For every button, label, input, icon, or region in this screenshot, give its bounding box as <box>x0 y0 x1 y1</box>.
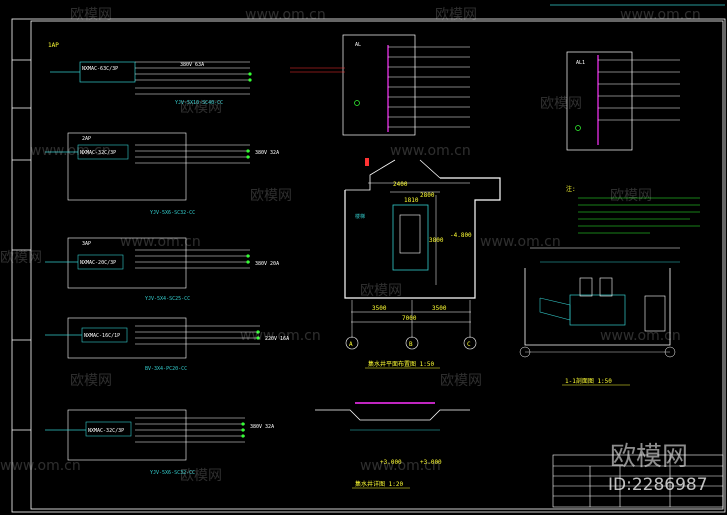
panel-3-label: 3AP <box>82 241 91 247</box>
dim-right: 2800 <box>420 192 435 199</box>
panel-schematic-2: NXMAC-32C/3P 380V 32A YJV-5X6-SC32-CC 2A… <box>45 132 279 216</box>
panel-schematic-3: NXMAC-20C/3P 380V 20A YJV-5X4-SC25-CC 3A… <box>45 237 279 302</box>
watermark-url: www.om.cn <box>600 328 681 344</box>
watermark-brand: 欧模网 <box>180 468 222 484</box>
watermark-url: www.om.cn <box>360 458 441 474</box>
distribution-box-right: AL1 <box>566 51 680 151</box>
panel-3-device: NXMAC-20C/3P <box>80 260 116 266</box>
title-block <box>552 454 724 508</box>
panel-schematic-4: NXMAC-16C/1P 220V 16A BV-3X4-PC20-CC <box>45 317 289 372</box>
watermark-layer: 欧模网 www.om.cn 欧模网 www.om.cn 欧模网 欧模网 www.… <box>0 7 708 495</box>
elev-1: +3.000 <box>380 459 402 466</box>
panel-1-rating: 380V 63A <box>180 62 204 68</box>
axis-c: C <box>467 341 471 348</box>
panel-1-cable: YJV-5X10-SC40-CC <box>175 100 223 106</box>
panel-3-rating: 380V 20A <box>255 261 279 267</box>
panel-5-rating: 380V 32A <box>250 424 274 430</box>
panel-5-device: NXMAC-32C/3P <box>88 428 124 434</box>
dim-top: 2400 <box>393 181 408 188</box>
watermark-brand: 欧模网 <box>540 96 582 112</box>
section-title: 1-1剖面图 1:50 <box>565 377 612 385</box>
detail-title: 集水井详图 1:20 <box>355 480 403 488</box>
watermark-brand: 欧模网 <box>360 283 402 299</box>
dim-w2: 3500 <box>432 305 447 312</box>
watermark-url: www.om.cn <box>120 234 201 250</box>
watermark-url: www.om.cn <box>30 143 111 159</box>
dim-mid: 1810 <box>404 197 419 204</box>
watermark-url: www.om.cn <box>240 328 321 344</box>
panel-2-cable: YJV-5X6-SC32-CC <box>150 210 195 216</box>
panel-5-cable: YJV-5X6-SC32-CC <box>150 470 195 476</box>
watermark-url: www.om.cn <box>390 143 471 159</box>
watermark-url: www.om.cn <box>245 7 326 23</box>
panel-2-rating: 380V 32A <box>255 150 279 156</box>
dim-total: 7000 <box>402 315 417 322</box>
watermark-brand: 欧模网 <box>610 188 652 204</box>
panel-1-device: NXMAC-63C/3P <box>82 66 118 72</box>
panel-2-device: NXMAC-32C/3P <box>80 150 116 156</box>
watermark-brand: 欧模网 <box>0 250 42 266</box>
watermark-brand: 欧模网 <box>250 188 292 204</box>
asset-id: ID:2286987 <box>608 475 708 495</box>
panel-2-label: 2AP <box>82 136 91 142</box>
watermark-url: www.om.cn <box>0 458 81 474</box>
watermark-brand: 欧模网 <box>180 100 222 116</box>
logo-wordmark: 欧模网 <box>610 442 688 472</box>
watermark-brand: 欧模网 <box>70 7 112 23</box>
note-block: 注: <box>566 185 700 234</box>
dim-height: 3800 <box>429 237 444 244</box>
watermark-brand: 欧模网 <box>435 7 477 23</box>
note-title: 注: <box>566 185 576 193</box>
panel-schematic-1: NXMAC-63C/3P 380V 63A YJV-5X10-SC40-CC 1… <box>48 42 252 106</box>
watermark-url: www.om.cn <box>620 7 701 23</box>
watermark-brand: 欧模网 <box>70 373 112 389</box>
panel-4-cable: BV-3X4-PC20-CC <box>145 366 187 372</box>
axis-a: A <box>349 341 353 348</box>
sump-detail-view: +3.000 +3.000 集水井详图 1:20 <box>315 402 470 489</box>
stair-label: 楼梯 <box>355 213 365 220</box>
dim-level: -4.800 <box>450 232 472 239</box>
distribution-box-left: AL <box>290 34 470 136</box>
panel-4-device: NXMAC-16C/1P <box>84 333 120 339</box>
panel-schematic-5: NXMAC-32C/3P 380V 32A YJV-5X6-SC32-CC <box>45 409 274 476</box>
panel-4-rating: 220V 16A <box>265 336 289 342</box>
axis-b: B <box>409 341 413 348</box>
panel-1-label: 1AP <box>48 42 59 49</box>
watermark-brand: 欧模网 <box>440 373 482 389</box>
dim-w1: 3500 <box>372 305 387 312</box>
plan-title: 集水井平面布置图 1:50 <box>368 360 434 368</box>
elev-2: +3.000 <box>420 459 442 466</box>
sump-section-view: 1-1剖面图 1:50 <box>519 247 680 386</box>
sump-plan-view: 2400 2800 1810 3800 3500 3500 7000 -4.80… <box>344 158 501 369</box>
box-right-label: AL1 <box>576 60 585 66</box>
sheet-border <box>11 4 726 513</box>
watermark-url: www.om.cn <box>480 234 561 250</box>
panel-3-cable: YJV-5X4-SC25-CC <box>145 296 190 302</box>
box-left-label: AL <box>355 42 361 48</box>
